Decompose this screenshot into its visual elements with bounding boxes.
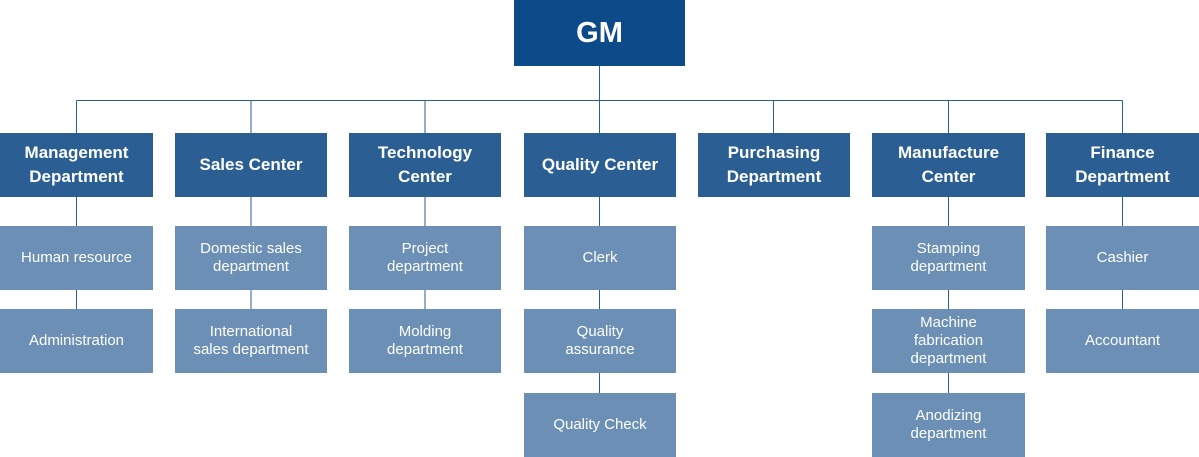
dept-finance: Finance Department: [1046, 133, 1199, 197]
sub-stamping-department: Stamping department: [872, 226, 1025, 290]
sub-project-department: Project department: [349, 226, 501, 290]
dept-technology-center: Technology Center: [349, 133, 501, 197]
gm-node: GM: [514, 0, 685, 66]
dept-management: Management Department: [0, 133, 153, 197]
sub-accountant: Accountant: [1046, 309, 1199, 373]
sub-anodizing-department: Anodizing department: [872, 393, 1025, 457]
sub-administration: Administration: [0, 309, 153, 373]
sub-international-sales: International sales department: [175, 309, 327, 373]
sub-domestic-sales: Domestic sales department: [175, 226, 327, 290]
sub-clerk: Clerk: [524, 226, 676, 290]
sub-molding-department: Molding department: [349, 309, 501, 373]
sub-machine-fabrication: Machine fabrication department: [872, 309, 1025, 373]
sub-quality-check: Quality Check: [524, 393, 676, 457]
sub-quality-assurance: Quality assurance: [524, 309, 676, 373]
dept-purchasing: Purchasing Department: [698, 133, 850, 197]
sub-cashier: Cashier: [1046, 226, 1199, 290]
dept-manufacture-center: Manufacture Center: [872, 133, 1025, 197]
dept-quality-center: Quality Center: [524, 133, 676, 197]
sub-human-resource: Human resource: [0, 226, 153, 290]
dept-sales-center: Sales Center: [175, 133, 327, 197]
